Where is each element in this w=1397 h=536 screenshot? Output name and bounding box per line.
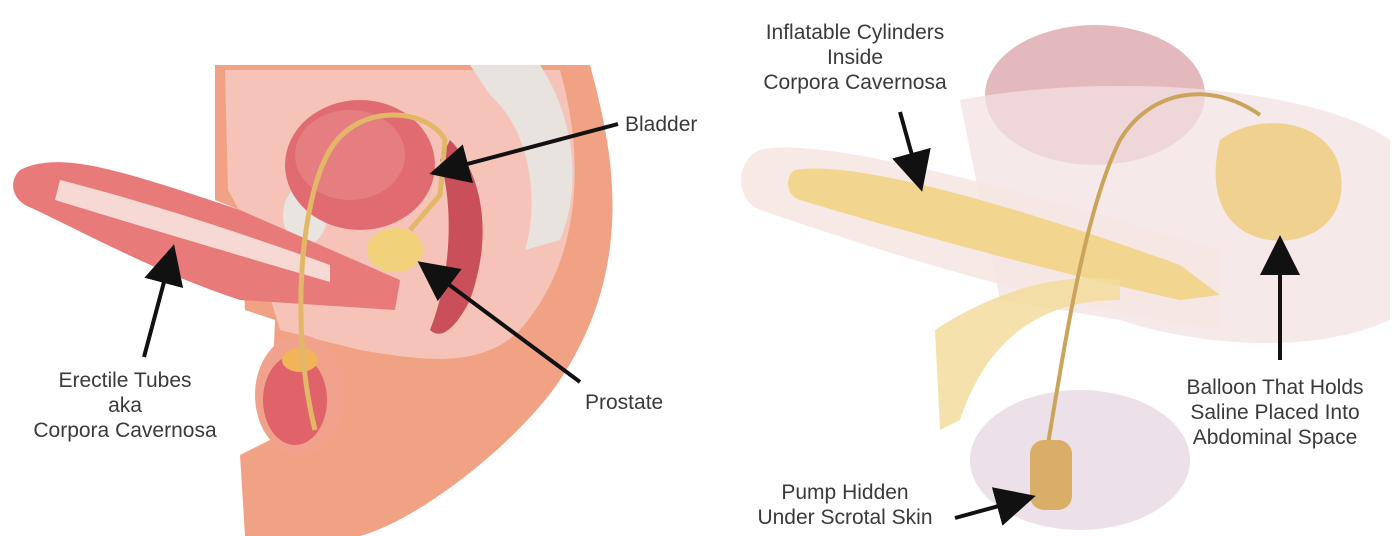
pump-label: Pump Hidden Under Scrotal Skin (735, 480, 955, 530)
translucent-scrotum (970, 390, 1190, 530)
prostate-gland (367, 228, 423, 272)
anatomy-illustration (0, 0, 700, 536)
scrotal-pump (1030, 440, 1072, 510)
saline-balloon (1216, 123, 1342, 241)
prostate-label: Prostate (585, 390, 663, 415)
anatomy-diagram-panel: Bladder Prostate Erectile Tubes aka Corp… (0, 0, 700, 536)
bladder-label: Bladder (625, 112, 697, 137)
cylinders-label: Inflatable Cylinders Inside Corpora Cave… (735, 20, 975, 95)
balloon-label: Balloon That Holds Saline Placed Into Ab… (1160, 375, 1390, 450)
erectile-tubes-label: Erectile Tubes aka Corpora Cavernosa (10, 368, 240, 443)
implant-diagram-panel: Inflatable Cylinders Inside Corpora Cave… (700, 0, 1397, 536)
